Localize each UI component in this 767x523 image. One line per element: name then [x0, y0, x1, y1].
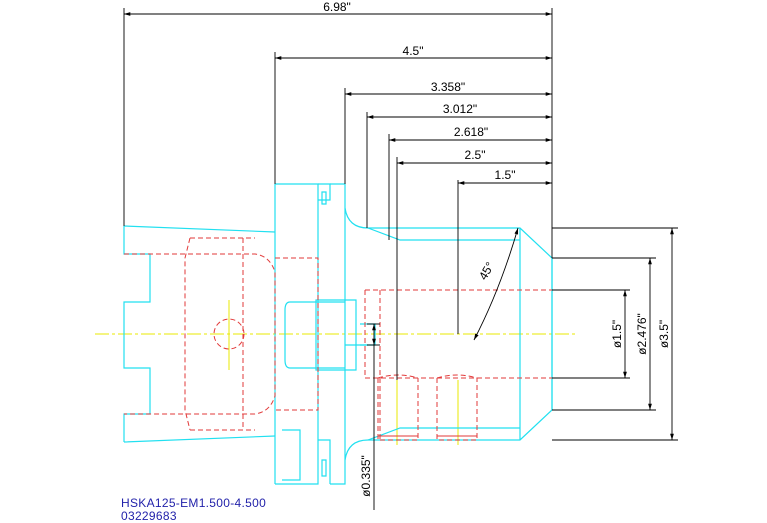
dim-length-2-5: 2.5"	[465, 148, 486, 162]
part-number-label: HSKA125-EM1.500-4.500	[121, 496, 267, 510]
hidden-lines	[124, 237, 552, 441]
dim-diameter-2-476: ø2.476"	[635, 313, 649, 355]
dim-length-4-5: 4.5"	[403, 44, 424, 58]
centerline	[95, 300, 575, 445]
dim-length-3-012: 3.012"	[443, 102, 477, 116]
dim-length-3-358: 3.358"	[431, 80, 465, 94]
tool-outline	[123, 183, 553, 485]
dim-outer-diameter: ø3.5"	[657, 320, 671, 348]
dim-chamfer-angle: 45°	[476, 259, 497, 282]
dim-small-diameter: ø0.335"	[359, 455, 373, 497]
dim-length-2-618: 2.618"	[454, 125, 488, 139]
dim-bore-diameter: ø1.5"	[610, 320, 624, 348]
dimension-lines	[123, 8, 678, 510]
dim-length-1-5: 1.5"	[495, 168, 516, 182]
item-code-label: 03229683	[121, 509, 177, 523]
dim-overall-length: 6.98"	[323, 0, 351, 14]
